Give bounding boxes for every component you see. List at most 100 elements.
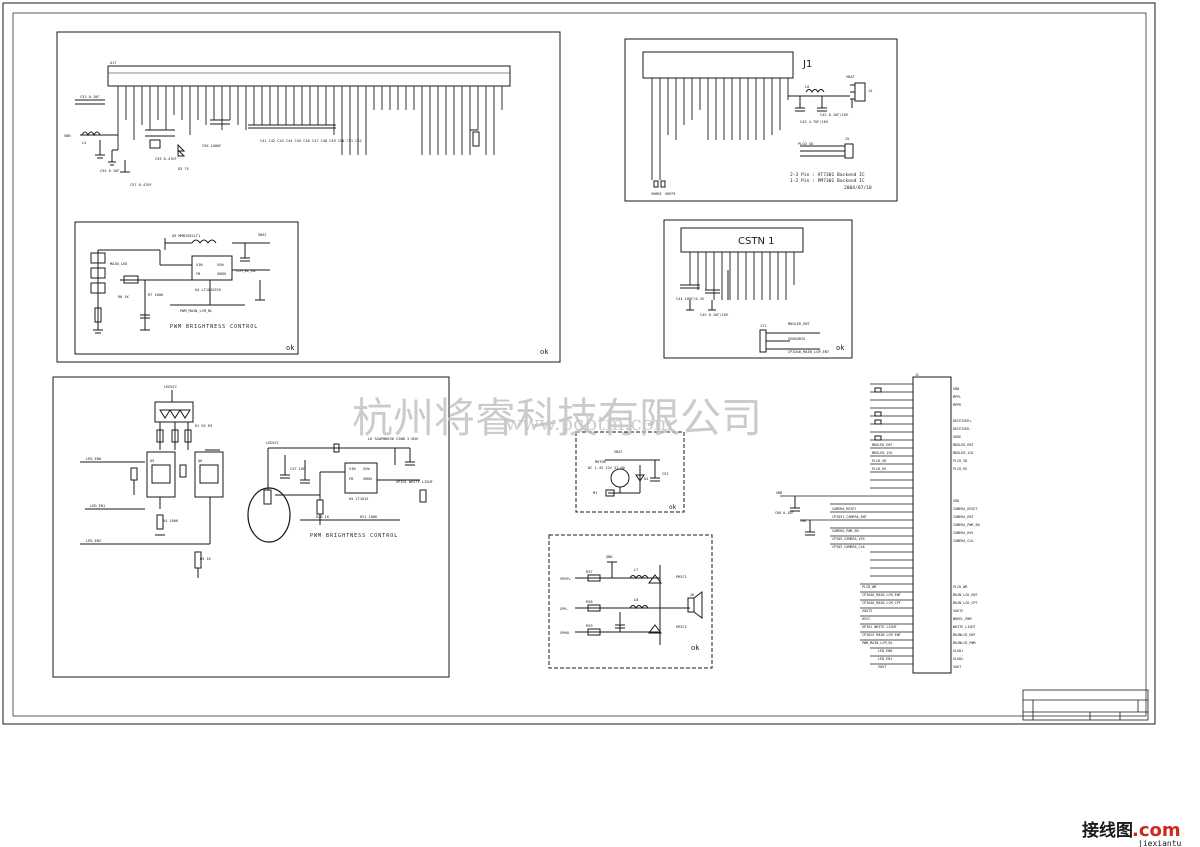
svg-text:PLCD_SD: PLCD_SD [953,459,967,463]
svg-text:VOUT: VOUT [953,665,961,669]
svg-text:HVCC: HVCC [862,617,870,621]
panel-cstn-connector: C44 10UF/6.3V C45 0.1UF/16V MDGLED_ENT S… [663,219,853,359]
svg-text:VIN: VIN [349,467,356,471]
svg-text:C60 0.1UF: C60 0.1UF [775,511,793,515]
brand-cn: 接线图 [1082,820,1133,841]
svg-text:C52: C52 [662,472,669,476]
svg-text:VBB: VBB [64,134,71,138]
svg-text:CPIO25 MAIN LCM ENT: CPIO25 MAIN LCM ENT [862,633,901,637]
svg-text:R20 1K: R20 1K [316,515,330,519]
svg-text:CPIO51_CAMERA_ENT: CPIO51_CAMERA_ENT [832,515,867,519]
svg-text:PWM_MAIN_LCM_BL: PWM_MAIN_LCM_BL [862,641,893,645]
svg-text:R7 100K: R7 100K [148,293,164,297]
svg-text:DC 1.4V 12V 3T 00: DC 1.4V 12V 3T 00 [588,466,625,470]
svg-text:R37: R37 [586,570,593,574]
tiny-labels: U17 C41 C42 C43 C44 C45 C46 C47 C48 C49 … [64,61,362,187]
svg-text:VBAT: VBAT [614,450,623,454]
svg-text:MDGLED_ENT: MDGLED_ENT [872,443,892,447]
svg-text:L6 SGAPWNE36 CSWN 3.9UH: L6 SGAPWNE36 CSWN 3.9UH [368,437,418,441]
panel-status-ok: ok [540,348,549,356]
svg-text:SPKP+: SPKP+ [560,577,572,581]
svg-text:R6 1K: R6 1K [118,295,130,299]
svg-text:U17: U17 [110,61,117,65]
svg-text:VBB: VBB [776,491,782,495]
panel-speaker: GND R37 R38 R39 SPKP+ SPK- SPKN L7 L8 EM… [548,534,713,669]
svg-text:LEDVCC: LEDVCC [164,385,177,389]
svg-text:PWM_MAIN_LCM_BL: PWM_MAIN_LCM_BL [180,309,212,313]
svg-text:C42 0.1UF/16V: C42 0.1UF/16V [820,113,849,117]
svg-text:L7: L7 [634,568,638,572]
svg-text:GND: GND [606,555,613,559]
svg-text:R21 100K: R21 100K [360,515,378,519]
svg-text:MPPL: MPPL [953,395,961,399]
svg-text:CPIO46_MAIN_LCM_CPT: CPIO46_MAIN_LCM_CPT [862,601,901,605]
svg-text:RECEIVER+: RECEIVER+ [953,419,971,423]
svg-text:GROE: GROE [953,435,961,439]
svg-text:VIN: VIN [196,263,203,267]
svg-text:D4: D4 [644,477,648,481]
panel-motor: VBAT MOTOR DC 1.4V 12V 3T 00 D4 C52 M1 o… [575,431,685,513]
panel-board-to-board-connector: J2 MDGLED_ENT MDGLED_1CK PLCD_SD PLCD_RS… [775,373,980,674]
svg-text:MAINLCD_ENT: MAINLCD_ENT [953,633,975,637]
motor-status-ok: ok [669,504,677,511]
svg-text:C55 0.47UF: C55 0.47UF [155,157,177,161]
svg-text:VSW: VSW [217,263,224,267]
j1-title: J1 [802,59,812,70]
watermark: 杭州将睿科技有限公司 www.pcbtm.com [352,394,762,442]
svg-text:CPIO5_CAMERA_VSS: CPIO5_CAMERA_VSS [832,537,865,541]
svg-text:CPIO46_MAIN_LCM_ENT: CPIO46_MAIN_LCM_ENT [862,593,901,597]
svg-text:MDGLED_ENT: MDGLED_ENT [953,443,973,447]
svg-text:MAINLCD_PWM: MAINLCD_PWM [953,641,975,645]
brand-pinyin: jiexiantu [1138,839,1182,847]
svg-text:L8: L8 [805,85,809,89]
svg-text:PLCD_WR: PLCD_WR [953,585,968,589]
svg-text:LCM_BL_EN: LCM_BL_EN [236,269,255,273]
svg-text:VOUT: VOUT [878,665,886,669]
svg-text:MDGLED_1CK: MDGLED_1CK [872,451,893,455]
svg-text:D3 7V: D3 7V [178,167,190,171]
speaker-status-ok: ok [691,644,700,652]
svg-text:C53 0.1UF: C53 0.1UF [80,95,99,99]
svg-text:C41 C42 C43 C44 C45 C46 C47 C4: C41 C42 C43 C44 C45 C46 C47 C48 C49 C50 … [260,139,362,143]
svg-text:CAMERA_PWR_EN: CAMERA_PWR_EN [832,529,859,533]
svg-text:C47 1UF: C47 1UF [290,467,305,471]
watermark-company: 杭州将睿科技有限公司 [352,394,762,442]
j1-note-2: 1-2 Pin : PM7301 Backend IC [790,178,865,184]
svg-text:PLCD_SD: PLCD_SD [872,459,886,463]
svg-text:VLED1: VLED1 [953,649,963,653]
svg-text:MAIN_LED: MAIN_LED [110,262,127,266]
svg-text:J11: J11 [760,324,767,328]
svg-text:MDGLED_ENT: MDGLED_ENT [788,322,810,326]
svg-text:Q5: Q5 [150,459,154,463]
svg-text:VSW: VSW [363,467,370,471]
svg-text:VDD: VDD [953,499,959,503]
svg-text:EMIC1: EMIC1 [676,575,687,579]
svg-text:SHDN: SHDN [363,477,372,481]
connector-pins [117,86,503,155]
svg-text:VBB: VBB [800,519,806,523]
svg-text:VHBRI: VHBRI [651,192,662,196]
svg-text:M1: M1 [593,491,597,495]
svg-text:CPIO46_MAIN_LCM_ENT: CPIO46_MAIN_LCM_ENT [788,350,830,354]
svg-text:GPIO1 WHITE LIGHT: GPIO1 WHITE LIGHT [862,625,897,629]
svg-text:CAMERA_RESET: CAMERA_RESET [953,507,978,511]
svg-text:MDGLED_1CK: MDGLED_1CK [953,451,974,455]
j1-note-1: 2-3 Pin : AT7301 Backend IC [790,172,865,178]
svg-text:R5 1K: R5 1K [200,557,212,561]
svg-text:MPPR: MPPR [953,403,962,407]
svg-text:MAIN_LCD_ENT: MAIN_LCD_ENT [953,593,978,597]
svg-text:L8: L8 [634,598,638,602]
svg-text:RECEIVER-: RECEIVER- [953,427,971,431]
svg-text:SPKN: SPKN [560,631,569,635]
svg-text:PLCD_WR: PLCD_WR [862,585,877,589]
svg-text:J5: J5 [845,137,849,141]
panel-j1-connector: L8 VBAT C43 4.7UF/16V C42 0.1UF/16V PLCD… [624,38,898,202]
svg-text:SHDN: SHDN [217,272,226,276]
svg-text:CAMERA_ENT: CAMERA_ENT [953,515,973,519]
svg-text:CAMERA_PWR_EN: CAMERA_PWR_EN [953,523,980,527]
svg-text:R1 R2 R3: R1 R2 R3 [195,424,212,428]
svg-text:C43 4.7UF/16V: C43 4.7UF/16V [800,120,829,124]
svg-text:J4: J4 [868,89,872,93]
svg-text:LED_EN1: LED_EN1 [878,657,892,661]
